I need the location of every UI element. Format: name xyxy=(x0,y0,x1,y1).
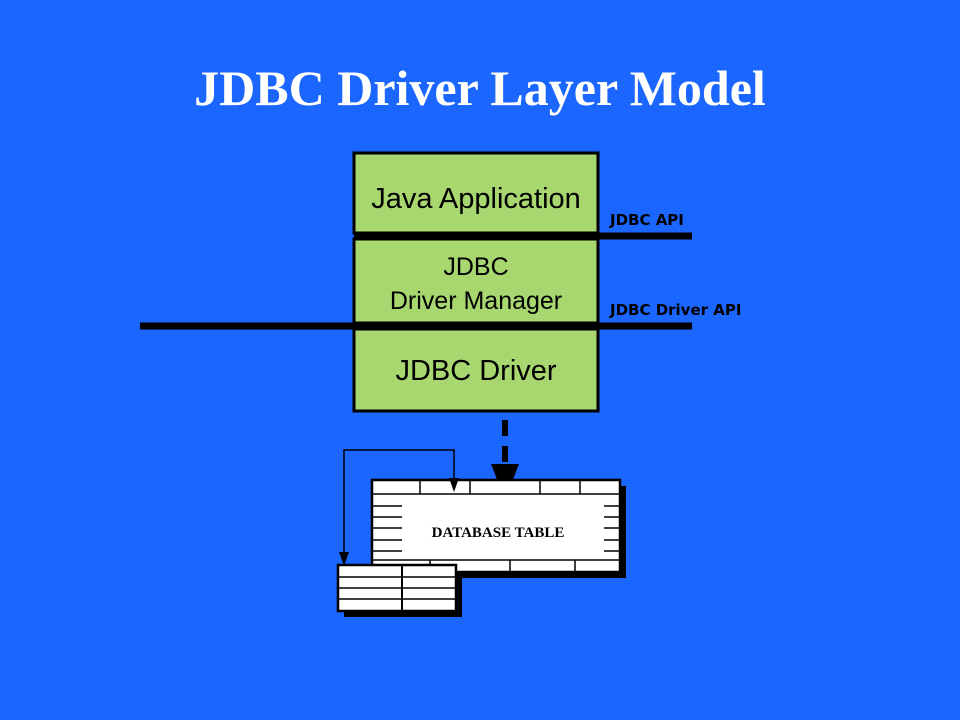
result-table xyxy=(336,563,462,617)
layer-label-jdbc-driver: JDBC Driver xyxy=(395,355,556,387)
slide-title: JDBC Driver Layer Model xyxy=(194,60,766,116)
layer-jdbc-driver xyxy=(352,327,600,413)
database-table-label-box xyxy=(402,508,604,554)
layer-label-jdbc: JDBC xyxy=(443,253,508,281)
jdbc-driver-api-label: JDBC Driver API xyxy=(609,301,741,319)
database-table: DATABASE TABLE xyxy=(370,478,626,578)
result-loop-arrow xyxy=(339,449,459,566)
layer-label-driver-manager: Driver Manager xyxy=(390,287,562,315)
jdbc-api-label: JDBC API xyxy=(609,211,684,229)
layer-label-java-application: Java Application xyxy=(371,183,581,215)
database-table-label: DATABASE TABLE xyxy=(432,525,565,541)
layer-stack: Java Application JDBC Driver Manager JDB… xyxy=(140,151,741,413)
layer-java-application xyxy=(352,151,600,235)
